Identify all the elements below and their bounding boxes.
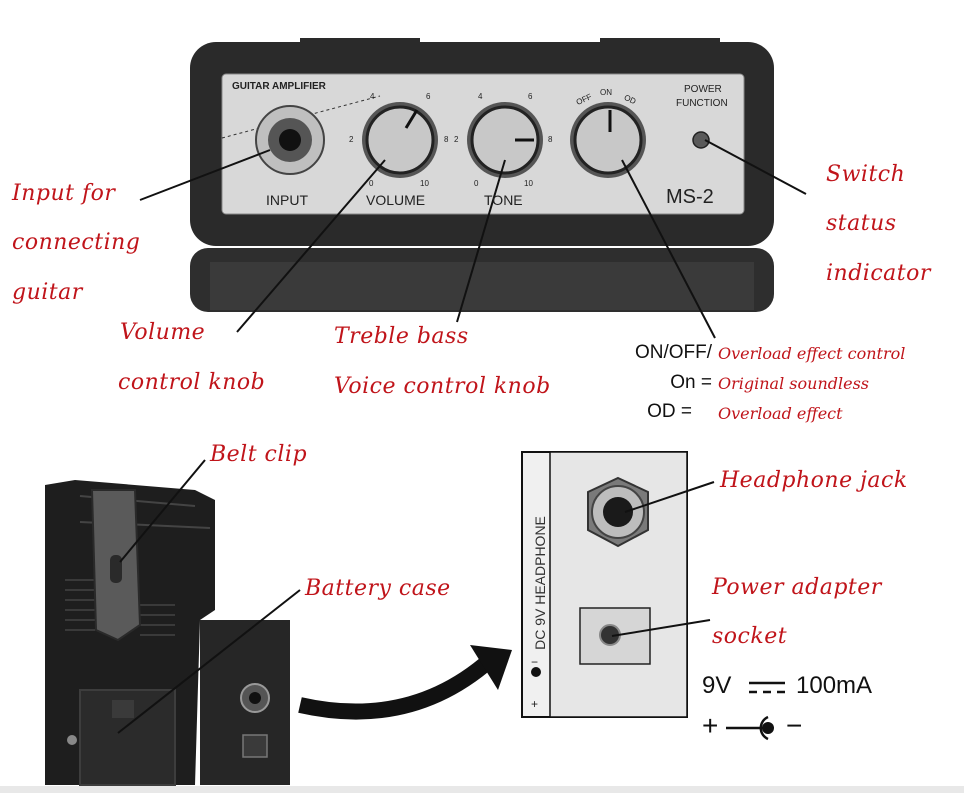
bottom-border-strip bbox=[0, 786, 964, 793]
dc-symbol-svg bbox=[749, 681, 785, 694]
callout-input-line3: guitar bbox=[12, 280, 83, 305]
arrow-curve bbox=[298, 653, 496, 720]
amp-back-svg bbox=[45, 459, 512, 786]
function-knob[interactable] bbox=[573, 105, 643, 175]
callout-volume-line1: Volume bbox=[120, 320, 206, 345]
callout-power-socket-line1: Power adapter bbox=[712, 575, 882, 600]
model-label: MS-2 bbox=[666, 186, 714, 208]
headphone-jack-hole[interactable] bbox=[603, 497, 633, 527]
callout-battery-case: Battery case bbox=[305, 576, 451, 601]
volume-scale-2: 2 bbox=[349, 135, 354, 144]
callout-input-line1: Input for bbox=[12, 181, 116, 206]
polarity-plus: + bbox=[702, 710, 719, 741]
callout-switch-line1: Switch bbox=[826, 162, 906, 187]
status-led bbox=[692, 131, 710, 149]
mode-key-on: On = bbox=[670, 372, 712, 393]
volume-scale-10: 10 bbox=[420, 179, 429, 188]
tone-scale-0: 0 bbox=[474, 179, 479, 188]
right-leaders-svg bbox=[611, 481, 715, 637]
tone-leader-line bbox=[456, 159, 506, 323]
amp-svg bbox=[139, 38, 807, 339]
polarity-symbol-svg bbox=[726, 715, 774, 741]
side-power-socket[interactable] bbox=[242, 734, 268, 758]
input-leader-line bbox=[139, 149, 271, 201]
led-leader-line bbox=[704, 139, 807, 195]
callout-belt-clip: Belt clip bbox=[210, 442, 308, 467]
tone-knob[interactable] bbox=[470, 105, 540, 175]
callout-tone-line1: Treble bass bbox=[334, 324, 469, 349]
battery-case-latch[interactable] bbox=[112, 700, 134, 718]
side-headphone-jack-hole bbox=[249, 692, 261, 704]
side-panel-illustration bbox=[520, 450, 690, 720]
headphone-leader-line bbox=[624, 481, 715, 513]
belt-clip-leader-line bbox=[119, 459, 206, 563]
amp-top-illustration bbox=[139, 38, 807, 339]
arrow-head bbox=[470, 645, 512, 690]
callout-power-socket-line2: socket bbox=[712, 624, 788, 649]
back-vents bbox=[65, 579, 175, 636]
volume-knob-pointer bbox=[404, 109, 419, 129]
callout-volume-line2: control knob bbox=[118, 370, 266, 395]
callout-switch-line2: status bbox=[826, 211, 897, 236]
switch-pos-on: ON bbox=[600, 88, 612, 97]
tone-scale-4: 4 bbox=[478, 92, 483, 101]
polarity-minus: − bbox=[786, 710, 803, 741]
volume-scale-4: 4 bbox=[370, 92, 375, 101]
volume-knob[interactable] bbox=[365, 105, 435, 175]
side-panel-svg bbox=[521, 451, 688, 718]
callout-switch-line3: indicator bbox=[826, 261, 931, 286]
tone-scale-10: 10 bbox=[524, 179, 533, 188]
power-label-line1: POWER bbox=[684, 84, 722, 95]
polarity-symbol bbox=[724, 713, 784, 743]
volume-leader-line bbox=[236, 159, 386, 333]
input-label: INPUT bbox=[266, 192, 308, 208]
mode-desc-od: Overload effect bbox=[718, 404, 843, 423]
mode-key-onoff: ON/OFF/ bbox=[634, 342, 712, 363]
amp-grille bbox=[210, 262, 754, 310]
battery-leader-line bbox=[117, 589, 301, 734]
callout-tone-line2: Voice control knob bbox=[334, 374, 551, 399]
power-spec-current: 100mA bbox=[796, 672, 873, 699]
mode-desc-on: Original soundless bbox=[718, 374, 869, 393]
power-label-line2: FUNCTION bbox=[676, 98, 728, 109]
volume-scale-0: 0 bbox=[369, 179, 374, 188]
volume-label: VOLUME bbox=[366, 192, 426, 208]
input-jack-hole[interactable] bbox=[279, 129, 301, 151]
tone-label: TONE bbox=[484, 192, 523, 208]
amp-brand-label: GUITAR AMPLIFIER bbox=[232, 81, 326, 92]
belt-clip-slot bbox=[110, 555, 122, 583]
power-spec-voltage: 9V bbox=[702, 672, 732, 699]
function-leader-line bbox=[621, 159, 716, 339]
side-panel-polarity-dot bbox=[531, 667, 541, 677]
mode-key-od: OD = bbox=[647, 401, 692, 422]
back-screw bbox=[67, 735, 77, 745]
amp-back-illustration bbox=[0, 430, 520, 790]
volume-scale-6: 6 bbox=[426, 92, 431, 101]
tone-scale-6: 6 bbox=[528, 92, 533, 101]
power-socket-leader-line bbox=[611, 619, 711, 637]
callout-input-line2: connecting bbox=[12, 230, 141, 255]
side-panel-vertical-label: DC 9V HEADPHONE bbox=[532, 516, 548, 650]
tone-scale-2: 2 bbox=[454, 135, 459, 144]
tone-scale-8: 8 bbox=[548, 135, 553, 144]
right-leaders bbox=[600, 460, 730, 660]
volume-scale-8: 8 bbox=[444, 135, 449, 144]
side-panel-minus: − bbox=[531, 655, 539, 669]
side-panel-plus: + bbox=[531, 697, 539, 711]
callout-headphone-jack: Headphone jack bbox=[720, 468, 908, 493]
dc-symbol bbox=[748, 678, 786, 698]
mode-desc-onoff: Overload effect control bbox=[718, 344, 906, 363]
